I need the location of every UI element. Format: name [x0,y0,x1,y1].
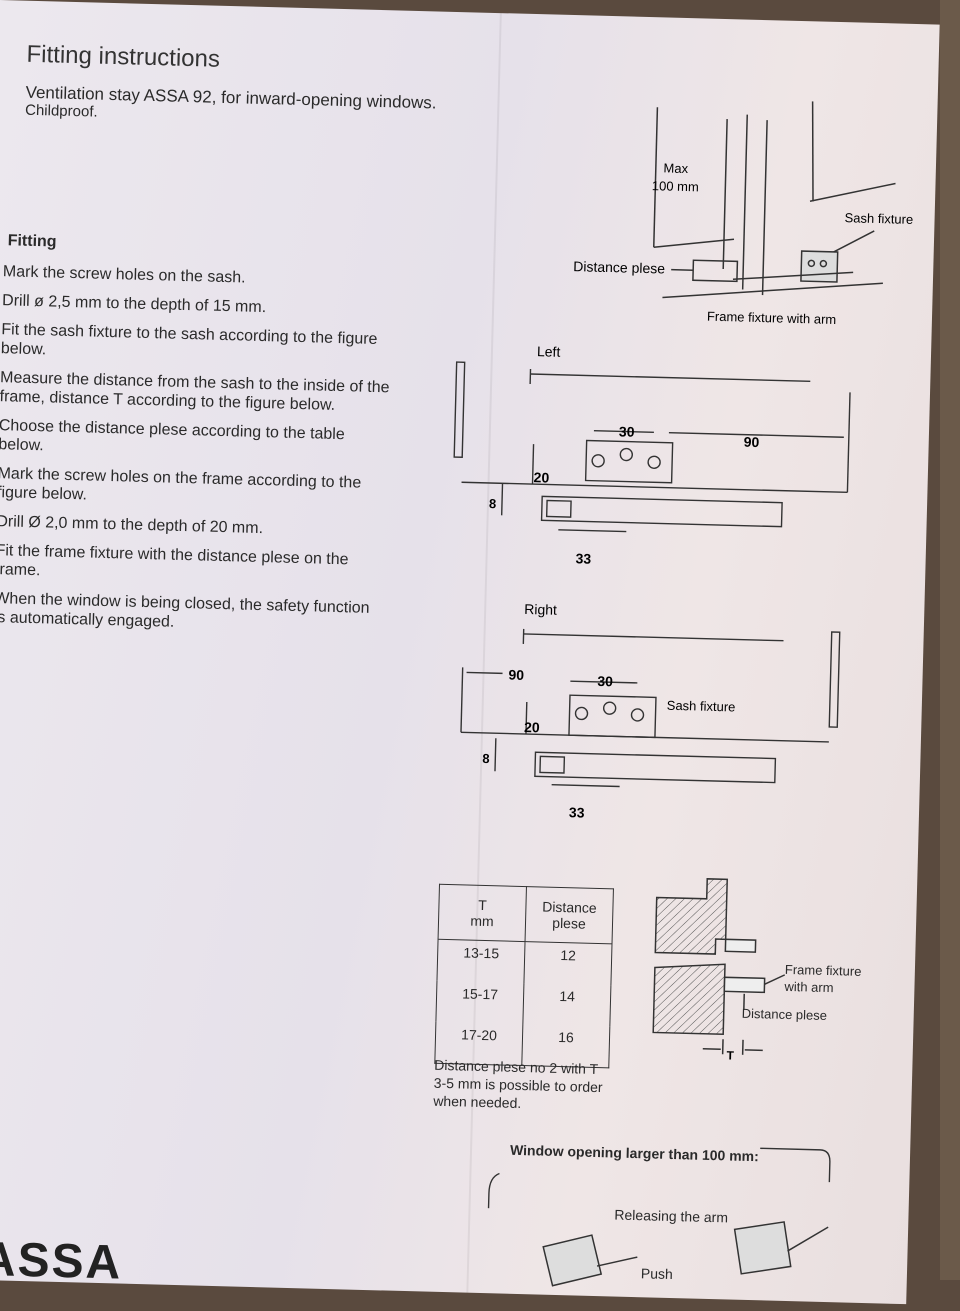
step: Choose the distance plese according to t… [0,416,389,464]
section-frame-fixture-label: Frame fixture with arm [784,961,861,997]
step: Fit the frame fixture with the distance … [0,541,386,589]
assa-logo: ASSA [0,1232,123,1291]
step: Fit the sash fixture to the sash accordi… [1,320,392,368]
right-label: Right [524,601,557,618]
left-dim-30: 30 [619,423,635,439]
table-cell-t: 15-17 [436,981,524,1024]
right-dim-30: 30 [597,673,613,689]
left-dim-20: 20 [533,469,549,485]
step: When the window is being closed, the saf… [0,589,384,637]
instruction-sheet: Fitting instructions Ventilation stay AS… [0,0,940,1304]
fitting-heading: Fitting [7,232,56,251]
step: Measure the distance from the sash to th… [0,368,390,416]
table-header-plese: Distance plese [525,887,613,944]
right-dim-8: 8 [482,751,490,766]
table-cell-plese: 14 [523,983,611,1026]
table-header-t: T mm [438,884,526,941]
distance-plese-note: Distance plese no 2 with T 3-5 mm is pos… [433,1056,604,1114]
distance-plese-label: Distance plese [573,258,665,276]
step: Drill ø 2,5 mm to the depth of 15 mm. [2,291,392,320]
fitting-steps: Mark the screw holes on the sash. Drill … [0,262,393,647]
page-subtitle-childproof: Childproof. [25,102,98,121]
table-cell-t: 13-15 [437,939,525,983]
left-dim-90: 90 [743,434,759,450]
step: Drill Ø 2,0 mm to the depth of 20 mm. [0,512,386,541]
header-t-line2: mm [440,912,524,930]
section-t-label: T [726,1048,734,1062]
right-dim-20: 20 [524,719,540,735]
sash-fixture-label: Sash fixture [844,210,913,227]
top-installation-figure: Max 100 mm Sash fixture Distance plese F… [552,95,918,334]
step: Mark the screw holes on the sash. [3,262,393,291]
section-frame-fixture-line2: with arm [784,978,861,997]
left-mounting-figure: Left 30 90 20 8 33 [445,342,871,583]
table-row: 13-15 12 [437,939,612,985]
left-dim-33: 33 [575,550,591,566]
right-mounting-figure: Right 90 30 Sash fixture 20 8 33 [439,592,865,833]
table-cell-plese: 12 [524,942,612,986]
header-plese-line2: plese [527,914,611,932]
distance-plese-table: T mm Distance plese 13-15 12 15-17 14 17… [434,884,614,1069]
section-frame-fixture-line1: Frame fixture [785,961,862,980]
max-value: 100 mm [652,178,699,194]
right-dim-33: 33 [569,804,585,820]
right-dim-90: 90 [508,667,524,683]
page-title: Fitting instructions [26,41,220,74]
step: Mark the screw holes on the frame accord… [0,464,388,512]
left-label: Left [537,343,561,360]
left-dim-8: 8 [489,496,497,511]
background-edge [940,0,960,1280]
release-arm-figure [526,1214,848,1302]
max-label: Max [663,160,688,176]
table-row: 15-17 14 [436,981,611,1027]
right-sash-fixture-label: Sash fixture [667,698,736,715]
frame-fixture-label: Frame fixture with arm [707,309,837,327]
section-distance-plese-label: Distance plese [742,1006,828,1023]
